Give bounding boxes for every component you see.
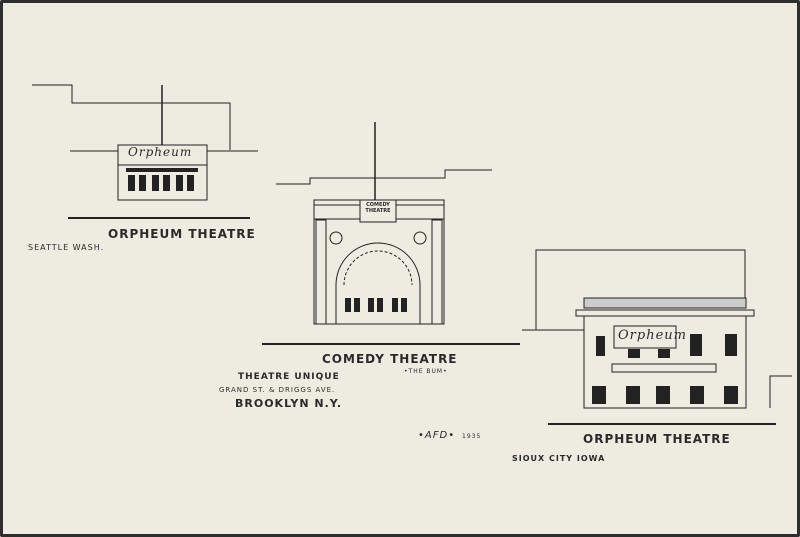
seattle-title: ORPHEUM THEATRE [108,227,256,241]
seattle-orpheum-drawing [32,84,258,219]
comedy-title: COMEDY THEATRE [322,352,458,366]
comedy-subtitle: •THE BUM• [404,368,448,375]
theatre-unique-address: GRAND ST. & DRIGGS AVE. [219,386,336,394]
comedy-sign: COMEDY THEATRE [365,202,391,214]
artist-year: 1935 [462,433,482,440]
sioux-city-title: ORPHEUM THEATRE [583,432,731,446]
artist-initials: •AFD• [418,430,456,441]
comedy-theatre-drawing [262,122,520,345]
seattle-sign: Orpheum [128,145,193,159]
sioux-city-location: SIOUX CITY IOWA [512,454,606,463]
theatre-unique-city: BROOKLYN N.Y. [235,397,343,410]
sioux-city-orpheum-drawing [522,249,792,425]
seattle-location: SEATTLE WASH. [28,243,105,252]
sioux-city-sign: Orpheum [618,328,687,343]
theatre-unique-name: THEATRE UNIQUE [238,372,340,382]
